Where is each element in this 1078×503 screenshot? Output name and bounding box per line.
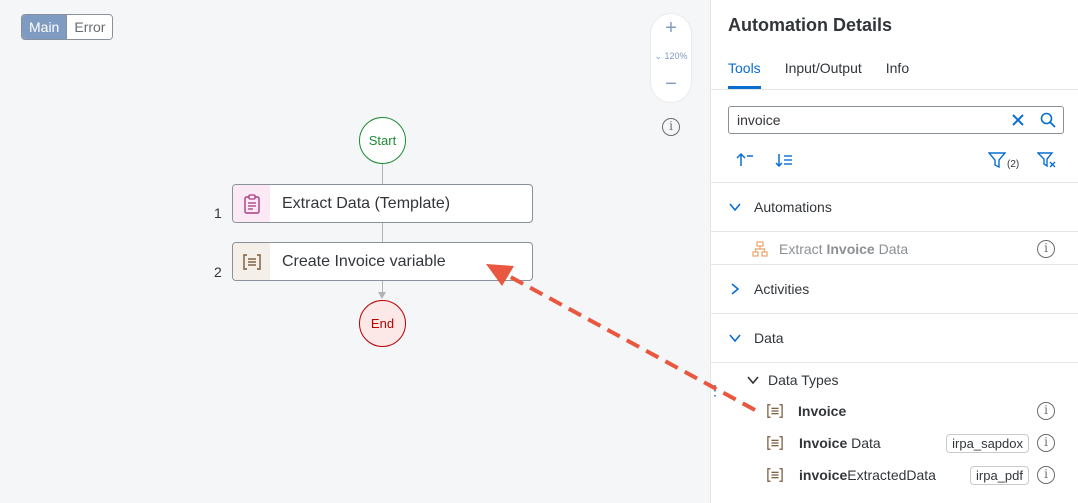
- filter-icon: [988, 152, 1006, 169]
- search-input[interactable]: [729, 112, 1003, 128]
- connector-line: [382, 281, 383, 293]
- chevron-down-icon: [728, 200, 742, 214]
- clear-filter-button[interactable]: [1036, 150, 1057, 175]
- subsection-label: Data Types: [768, 372, 839, 388]
- section-label: Automations: [754, 199, 832, 215]
- list-item-label: Extract Invoice Data: [779, 241, 909, 257]
- automation-details-panel: Automation Details Tools Input/Output In…: [708, 0, 1078, 503]
- connector-line: [382, 164, 383, 184]
- list-item-invoice-extracted-data[interactable]: invoiceExtractedData irpa_pdf i: [711, 459, 1071, 491]
- end-node[interactable]: End: [359, 300, 406, 347]
- library-tag: irpa_pdf: [970, 465, 1029, 485]
- panel-tabs: Tools Input/Output Info: [728, 60, 909, 89]
- connector-arrowhead: [378, 292, 386, 299]
- step-label: Extract Data (Template): [282, 194, 451, 212]
- chevron-down-icon: [728, 331, 742, 345]
- tab-tools[interactable]: Tools: [728, 60, 761, 89]
- start-node[interactable]: Start: [359, 117, 406, 164]
- filter-button[interactable]: (2): [988, 150, 1019, 170]
- zoom-level-value: 120%: [664, 51, 688, 61]
- tab-input-output[interactable]: Input/Output: [784, 60, 862, 76]
- step-extract-data[interactable]: Extract Data (Template): [232, 184, 533, 223]
- section-data: Data: [711, 313, 1078, 363]
- step-number: 2: [214, 264, 222, 280]
- clear-filter-icon: [1036, 152, 1056, 168]
- close-icon: [1012, 114, 1024, 126]
- hierarchy-icon: [752, 241, 768, 257]
- splitter-handle[interactable]: ⋮: [708, 382, 722, 398]
- search-button[interactable]: [1033, 107, 1063, 133]
- connector-line: [382, 223, 383, 242]
- info-icon[interactable]: i: [1037, 402, 1055, 420]
- list-item-invoice[interactable]: Invoice i: [711, 395, 1071, 427]
- list-item-invoice-data[interactable]: Invoice Data irpa_sapdox i: [711, 427, 1071, 459]
- step-label: Create Invoice variable: [282, 252, 446, 270]
- list-item-label: invoiceExtractedData: [799, 467, 936, 483]
- panel-title: Automation Details: [728, 15, 893, 35]
- chevron-right-icon: [728, 282, 742, 296]
- chevron-down-icon: [746, 373, 760, 387]
- search-field: [728, 106, 1064, 134]
- section-header-automations[interactable]: Automations: [728, 199, 832, 215]
- step-create-invoice-variable[interactable]: Create Invoice variable: [232, 242, 533, 281]
- data-type-icon: [766, 403, 784, 419]
- divider: [711, 89, 1078, 90]
- step-number: 1: [214, 205, 222, 221]
- section-header-activities[interactable]: Activities: [728, 281, 809, 297]
- automation-list: Extract Invoice Data i: [711, 231, 1078, 265]
- clipboard-icon: [233, 185, 270, 222]
- section-label: Activities: [754, 281, 810, 297]
- sort-ascending-button[interactable]: [735, 150, 755, 175]
- info-icon[interactable]: i: [1037, 434, 1055, 452]
- info-icon[interactable]: i: [1037, 240, 1055, 258]
- zoom-out-button[interactable]: −: [665, 73, 677, 95]
- list-item-extract-invoice-data[interactable]: Extract Invoice Data i: [711, 233, 1071, 265]
- data-type-icon: [233, 243, 270, 280]
- tab-main[interactable]: Main: [22, 15, 67, 39]
- section-activities: Activities: [711, 264, 1078, 314]
- flow-canvas[interactable]: Main Error + ⌄ 120% − i Start 1 Extract …: [0, 0, 710, 503]
- zoom-in-button[interactable]: +: [665, 17, 677, 39]
- info-icon[interactable]: i: [1037, 466, 1055, 484]
- search-icon: [1040, 112, 1056, 128]
- section-label: Data: [754, 330, 784, 346]
- info-icon[interactable]: i: [662, 118, 680, 136]
- flow-tab-switch: Main Error: [21, 14, 114, 40]
- chevron-down-icon: ⌄: [654, 51, 662, 61]
- filter-count: (2): [1007, 159, 1020, 170]
- section-header-data[interactable]: Data: [728, 330, 784, 346]
- clear-search-button[interactable]: [1003, 107, 1033, 133]
- section-automations: Automations: [711, 182, 1078, 232]
- data-type-icon: [766, 467, 784, 483]
- sort-ascending-icon: [736, 152, 753, 166]
- sort-list-button[interactable]: [774, 150, 794, 175]
- tab-info[interactable]: Info: [885, 60, 910, 76]
- zoom-level[interactable]: ⌄ 120%: [654, 42, 687, 70]
- list-item-label: Invoice: [798, 403, 847, 419]
- tab-error[interactable]: Error: [66, 15, 113, 39]
- sort-list-icon: [775, 154, 792, 168]
- data-type-list: Data Types Invoice i Invoice Data irpa_s…: [711, 362, 1078, 503]
- library-tag: irpa_sapdox: [946, 433, 1029, 453]
- list-item-label: Invoice Data: [799, 435, 881, 451]
- subsection-header-data-types[interactable]: Data Types: [746, 372, 839, 388]
- data-type-icon: [766, 435, 784, 451]
- zoom-control: + ⌄ 120% −: [651, 14, 691, 102]
